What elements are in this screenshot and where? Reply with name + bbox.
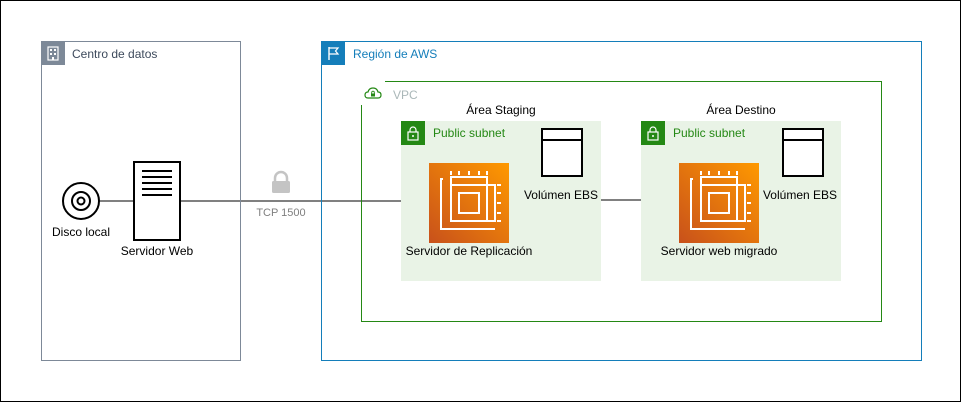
area-destino-label: Área Destino (706, 103, 776, 117)
vpc-title: VPC (393, 88, 418, 102)
cloud-lock-icon (361, 81, 385, 105)
office-building-icon (41, 41, 65, 65)
aws-region-title: Región de AWS (353, 47, 438, 61)
ebs-destino-label: Volúmen EBS (762, 188, 838, 202)
ec2-instance-icon (429, 163, 509, 243)
migrated-server-label: Servidor web migrado (660, 244, 778, 258)
disk-icon (61, 181, 101, 221)
ebs-staging-label: Volúmen EBS (523, 188, 599, 202)
edge-tcp-label: TCP 1500 (241, 207, 321, 219)
web-server-label: Servidor Web (120, 244, 194, 258)
ebs-volume-icon (541, 128, 585, 178)
subnet-destino-title: Public subnet (673, 126, 746, 140)
flag-icon (321, 41, 345, 65)
replication-server-label: Servidor de Replicación (405, 244, 533, 258)
ebs-volume-icon (782, 128, 826, 178)
server-icon (133, 161, 181, 241)
aws-region-group: Región de AWS (321, 41, 922, 361)
vpc-group: VPC (361, 81, 882, 322)
ec2-instance-icon (679, 163, 759, 243)
lock-icon (401, 121, 425, 145)
lock-icon (641, 121, 665, 145)
subnet-staging-title: Public subnet (433, 126, 506, 140)
datacenter-title: Centro de datos (72, 47, 158, 61)
disk-label: Disco local (51, 225, 111, 239)
datacenter-group: Centro de datos (41, 41, 241, 361)
padlock-icon (269, 170, 293, 195)
area-staging-label: Área Staging (466, 103, 536, 117)
